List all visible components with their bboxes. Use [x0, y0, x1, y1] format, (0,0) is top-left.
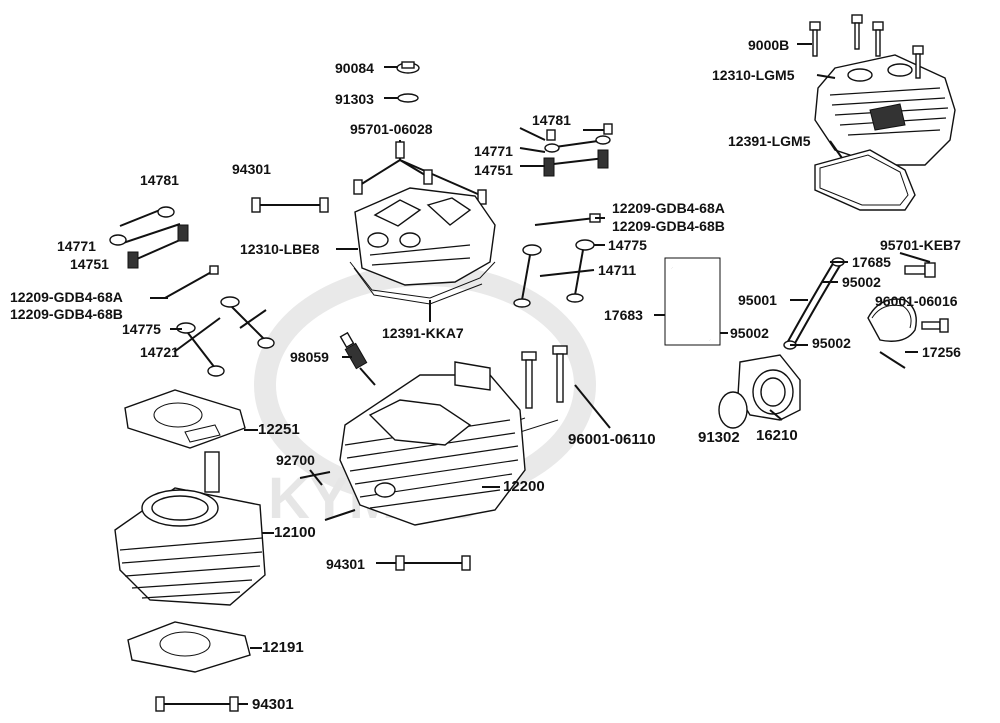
label-14781-top: 14781	[532, 112, 571, 128]
label-12209-gdb4-68a-left: 12209-GDB4-68A	[10, 289, 123, 305]
label-14775-right: 14775	[608, 237, 647, 253]
label-12391-kka7: 12391-KKA7	[382, 325, 464, 341]
label-14721: 14721	[140, 344, 179, 360]
label-96001-06016: 96001-06016	[875, 293, 958, 309]
cover-gasket-lgm5	[814, 149, 916, 211]
head-cover-lgm5	[814, 54, 956, 166]
label-12310-lgm5: 12310-LGM5	[712, 67, 795, 83]
clamp-band-17256	[867, 298, 917, 369]
label-17683: 17683	[604, 307, 643, 323]
cylinder-head-12200	[339, 361, 526, 526]
label-14751-top: 14751	[474, 162, 513, 178]
label-94301-top: 94301	[232, 161, 271, 177]
spark-plug-98059	[339, 331, 376, 386]
label-95002-a: 95002	[842, 274, 881, 290]
cap-90084	[396, 61, 420, 74]
label-95701-keb7: 95701-KEB7	[880, 237, 961, 253]
valves-right	[513, 239, 595, 308]
label-12100: 12100	[274, 524, 316, 541]
oring-91303	[397, 93, 419, 103]
cylinder-12100	[114, 451, 266, 606]
label-94301-bottom: 94301	[252, 696, 294, 713]
dowel-pin-top-b	[319, 197, 329, 213]
label-12209-gdb4-68b-right: 12209-GDB4-68B	[612, 218, 725, 234]
label-14775-left: 14775	[122, 321, 161, 337]
label-14711: 14711	[598, 262, 637, 278]
label-9000b: 9000B	[748, 37, 790, 53]
dowel-pin-top	[251, 197, 261, 213]
bolts-95701-06028	[353, 140, 487, 205]
head-cover-lbe8	[354, 187, 496, 286]
label-16210: 16210	[756, 427, 798, 444]
label-12209-gdb4-68a-right: 12209-GDB4-68A	[612, 200, 725, 216]
cover-bolts-9000b	[809, 14, 924, 79]
gasket-12391-kka7	[349, 261, 496, 305]
intake-16210	[737, 354, 801, 421]
oil-pipe-95001	[783, 257, 845, 350]
label-95002-c: 95002	[812, 335, 851, 351]
head-gasket-12251	[124, 389, 246, 449]
label-95002-b: 95002	[730, 325, 769, 341]
dowel-pins-mid	[376, 555, 471, 571]
label-17685: 17685	[852, 254, 891, 270]
label-14771-left: 14771	[57, 238, 96, 254]
label-14781-left: 14781	[140, 172, 179, 188]
label-98059: 98059	[290, 349, 329, 365]
bolt-96001-06016	[921, 318, 949, 333]
oil-hose-17683	[664, 257, 721, 346]
label-14751-left: 14751	[70, 256, 109, 272]
label-12209-gdb4-68b-left: 12209-GDB4-68B	[10, 306, 123, 322]
rocker-shaft-left	[164, 265, 219, 299]
valve-train-left	[109, 206, 189, 269]
base-gasket-12191	[127, 621, 251, 673]
label-12191: 12191	[262, 639, 304, 656]
label-12200: 12200	[503, 478, 545, 495]
oring-91302	[718, 391, 748, 429]
bolt-95701-keb7	[904, 262, 936, 278]
label-12251: 12251	[258, 421, 300, 438]
label-12391-lgm5: 12391-LGM5	[728, 133, 811, 149]
label-14771-top: 14771	[474, 143, 513, 159]
label-94301-mid: 94301	[326, 556, 365, 572]
label-95701-06028: 95701-06028	[350, 121, 433, 137]
label-12310-lbe8: 12310-LBE8	[240, 241, 320, 257]
label-91303: 91303	[335, 91, 374, 107]
valve-train-right	[543, 123, 613, 177]
label-91302: 91302	[698, 429, 740, 446]
dowel-pins-bottom	[155, 696, 239, 712]
rocker-shaft-right	[534, 213, 601, 226]
label-17256: 17256	[922, 344, 961, 360]
label-96001-06110: 96001-06110	[568, 431, 656, 448]
label-95001: 95001	[738, 292, 777, 308]
label-90084: 90084	[335, 60, 374, 76]
label-92700: 92700	[276, 452, 315, 468]
studs-92700	[299, 469, 356, 521]
